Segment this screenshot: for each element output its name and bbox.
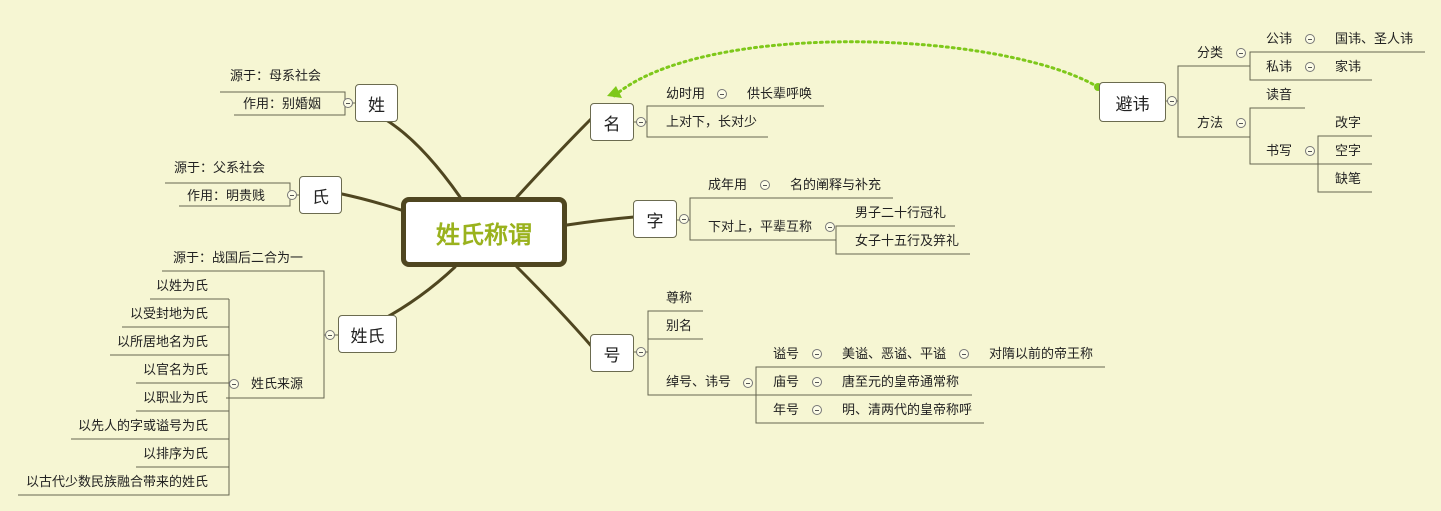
source-item: 以古代少数民族融合带来的姓氏 — [25, 475, 208, 490]
source-item: 以先人的字或谥号为氏 — [77, 419, 208, 434]
collapse-toggle-public[interactable] — [1305, 34, 1315, 44]
ming-childhood: 幼时用 — [666, 87, 706, 102]
collapse-toggle-xingshi[interactable] — [325, 330, 335, 340]
branch-xing — [381, 116, 462, 199]
topic-ming[interactable]: 名 — [590, 103, 634, 141]
hao-shihao: 谥号 — [773, 347, 800, 362]
bihui-public-detail: 国讳、圣人讳 — [1335, 32, 1414, 47]
shi-origin: 源于：父系社会 — [174, 161, 266, 176]
collapse-toggle-shihao[interactable] — [812, 349, 822, 359]
topic-hao[interactable]: 号 — [590, 334, 634, 372]
bihui-category: 分类 — [1197, 46, 1224, 61]
shi-function: 作用：明贵贱 — [187, 189, 266, 204]
main-branches — [340, 116, 636, 350]
hao-miaohao-detail: 唐至元的皇帝通常称 — [842, 375, 960, 390]
topic-xingshi[interactable]: 姓氏 — [338, 315, 397, 353]
collapse-toggle-zi-usage[interactable] — [825, 222, 835, 232]
hao-alias: 别名 — [666, 319, 693, 334]
topic-bihui[interactable]: 避讳 — [1099, 82, 1166, 122]
collapse-toggle-zi[interactable] — [679, 214, 689, 224]
hao-nianhao-detail: 明、清两代的皇帝称呼 — [842, 403, 973, 418]
branch-xingshi — [376, 265, 457, 324]
ming-usage: 上对下，长对少 — [666, 115, 758, 130]
xingshi-origin: 源于：战国后二合为一 — [173, 251, 304, 266]
bihui-private: 私讳 — [1266, 60, 1293, 75]
hao-nianhao: 年号 — [773, 403, 800, 418]
zi-male: 男子二十行冠礼 — [855, 206, 947, 221]
bihui-reading: 读音 — [1266, 88, 1293, 103]
xing-function: 作用：别婚姻 — [243, 97, 322, 112]
source-item: 以职业为氏 — [142, 391, 208, 406]
bihui-blank: 空字 — [1335, 144, 1362, 159]
central-topic[interactable]: 姓氏称谓 — [401, 197, 567, 267]
source-item: 以受封地为氏 — [129, 307, 208, 322]
source-item: 以所居地名为氏 — [116, 335, 208, 350]
collapse-toggle-bihui[interactable] — [1167, 96, 1177, 106]
hao-miaohao: 庙号 — [773, 375, 800, 390]
branch-hao — [515, 265, 595, 350]
branch-zi — [565, 215, 636, 227]
zi-adult-detail: 名的阐释与补充 — [790, 178, 882, 193]
collapse-toggle-shihao-detail[interactable] — [959, 349, 969, 359]
bihui-public: 公讳 — [1266, 32, 1293, 47]
collapse-toggle-xing[interactable] — [343, 98, 353, 108]
ming-childhood-detail: 供长辈呼唤 — [747, 87, 813, 102]
bihui-method: 方法 — [1197, 116, 1224, 131]
collapse-toggle-childhood[interactable] — [717, 89, 727, 99]
topic-xing[interactable]: 姓 — [355, 84, 398, 122]
xing-origin: 源于：母系社会 — [230, 69, 322, 84]
hao-honorific: 尊称 — [666, 291, 693, 306]
xingshi-sources-label: 姓氏来源 — [251, 377, 304, 392]
collapse-toggle-shi[interactable] — [287, 190, 297, 200]
topic-shi[interactable]: 氏 — [299, 176, 342, 214]
source-item: 以官名为氏 — [142, 363, 208, 378]
collapse-toggle-miaohao[interactable] — [812, 377, 822, 387]
bihui-missing-stroke: 缺笔 — [1335, 172, 1362, 187]
source-item: 以姓为氏 — [155, 279, 208, 294]
collapse-toggle-private[interactable] — [1305, 62, 1315, 72]
zi-female: 女子十五行及笄礼 — [855, 234, 960, 249]
branch-ming — [515, 116, 594, 199]
collapse-toggle-hao[interactable] — [636, 347, 646, 357]
hao-shihao-detail: 美谥、恶谥、平谥 — [842, 347, 947, 362]
source-item: 以排序为氏 — [142, 447, 208, 462]
bihui-change: 改字 — [1335, 116, 1362, 131]
collapse-toggle-posthumous[interactable] — [743, 378, 753, 388]
collapse-toggle-sources[interactable] — [229, 379, 239, 389]
collapse-toggle-writing[interactable] — [1305, 146, 1315, 156]
topic-zi[interactable]: 字 — [633, 200, 677, 238]
collapse-toggle-adult[interactable] — [760, 180, 770, 190]
hao-shihao-note: 对隋以前的帝王称 — [989, 347, 1094, 362]
collapse-toggle-method[interactable] — [1236, 118, 1246, 128]
bihui-private-detail: 家讳 — [1335, 60, 1362, 75]
zi-adult: 成年用 — [708, 178, 748, 193]
collapse-toggle-nianhao[interactable] — [812, 405, 822, 415]
collapse-toggle-ming[interactable] — [636, 117, 646, 127]
branch-shi — [340, 192, 403, 212]
zi-usage: 下对上，平辈互称 — [708, 220, 813, 235]
bihui-writing: 书写 — [1266, 144, 1293, 159]
hao-posthumous-group: 绰号、讳号 — [666, 375, 732, 390]
collapse-toggle-category[interactable] — [1236, 48, 1246, 58]
